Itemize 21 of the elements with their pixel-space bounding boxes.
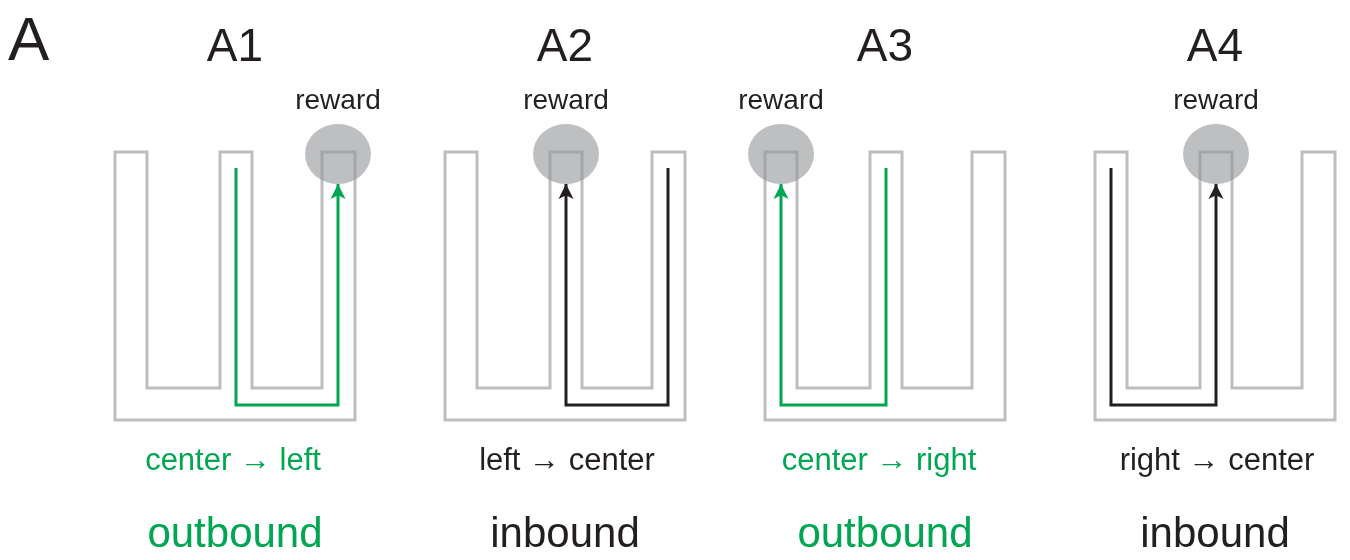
panel-title: A2 [536, 22, 594, 68]
panel-title: A3 [856, 22, 914, 68]
trajectory-arrow [234, 168, 346, 407]
trajectory-arrow [1109, 168, 1224, 407]
route-label: center → right [781, 444, 977, 475]
reward-label: reward [523, 86, 609, 114]
reward-label: reward [1173, 86, 1259, 114]
route-label: left → center [479, 444, 655, 475]
trajectory-arrow [558, 168, 670, 407]
trial-type-label: outbound [797, 512, 973, 554]
panel-title: A4 [1186, 22, 1244, 68]
trial-type-label: inbound [1140, 512, 1290, 554]
reward-label: reward [738, 86, 824, 114]
panel-title: A1 [206, 22, 264, 68]
trial-type-label: inbound [490, 512, 640, 554]
trial-type-label: outbound [147, 512, 323, 554]
reward-label: reward [295, 86, 381, 114]
route-label: right → center [1119, 444, 1315, 475]
panel-letter: A [8, 8, 50, 70]
trajectory-arrow [773, 168, 888, 407]
route-label: center → left [145, 444, 321, 475]
